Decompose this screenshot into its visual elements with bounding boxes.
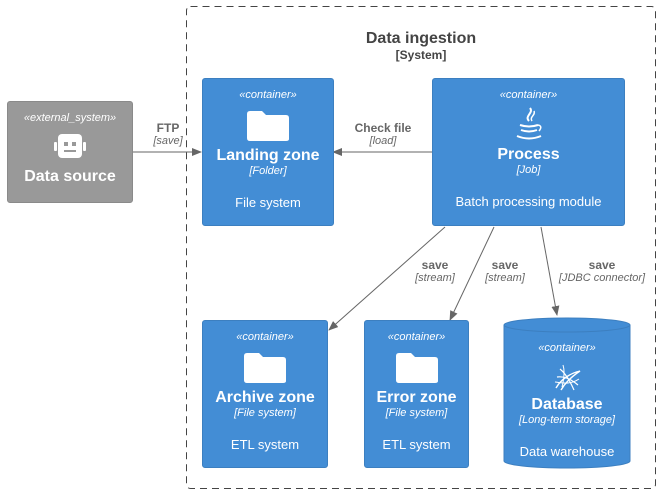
external-stereotype: «external_system» [23, 112, 117, 124]
folder-icon [395, 353, 438, 383]
external-system-data-source[interactable]: «external_system» Data source [7, 101, 133, 203]
landing-title: Landing zone [216, 147, 320, 164]
archive-tech: [File system] [234, 407, 296, 419]
relation-save-database-label: save [JDBC connector] [550, 258, 654, 285]
system-boundary [186, 6, 656, 489]
database-stereotype: «container» [538, 342, 596, 354]
arrow-save-database [540, 226, 560, 316]
relation-save-error-label: save [stream] [472, 258, 538, 285]
process-stereotype: «container» [499, 89, 558, 101]
error-stereotype: «container» [387, 331, 446, 343]
relation-ftp-label: FTP [save] [140, 121, 196, 148]
relation-check-file-label: Check file [load] [343, 121, 423, 148]
container-process[interactable]: «container» Process [Job] Batch processi… [432, 78, 625, 226]
save-database-label: save [588, 258, 616, 272]
arrow-save-archive [328, 226, 446, 331]
database-title: Database [531, 396, 603, 413]
robot-icon [54, 134, 86, 158]
save-error-label: save [491, 258, 519, 272]
error-desc: ETL system [382, 437, 451, 452]
archive-stereotype: «container» [236, 331, 294, 343]
arrow-save-error [449, 226, 495, 321]
container-error-zone[interactable]: «container» Error zone [File system] ETL… [364, 320, 469, 468]
process-tech: [Job] [516, 164, 541, 176]
error-title: Error zone [376, 389, 457, 406]
java-icon [516, 107, 541, 140]
database-cylinder [503, 317, 631, 469]
external-title: Data source [24, 168, 116, 185]
check-file-tech: [load] [369, 135, 397, 147]
container-archive-zone[interactable]: «container» Archive zone [File system] E… [202, 320, 328, 468]
save-database-tech: [JDBC connector] [558, 272, 646, 284]
folder-icon [244, 353, 286, 383]
sql-server-icon [554, 364, 581, 391]
error-tech: [File system] [385, 407, 448, 419]
container-landing-zone[interactable]: «container» Landing zone [Folder] File s… [202, 78, 334, 226]
process-desc: Batch processing module [455, 194, 602, 209]
database-desc: Data warehouse [519, 444, 615, 459]
save-error-tech: [stream] [485, 272, 525, 284]
ftp-tech: [save] [153, 135, 183, 147]
relation-save-archive-label: save [stream] [402, 258, 468, 285]
container-database[interactable]: «container» Database [Long-term storage]… [504, 318, 630, 470]
boundary-name: Data ingestion [365, 30, 477, 47]
landing-desc: File system [235, 195, 301, 210]
archive-title: Archive zone [215, 389, 315, 406]
database-tech: [Long-term storage] [519, 414, 615, 426]
ftp-label: FTP [156, 121, 180, 135]
check-file-label: Check file [354, 121, 412, 135]
boundary-title: Data ingestion [System] [186, 29, 656, 62]
landing-stereotype: «container» [239, 89, 297, 101]
landing-tech: [Folder] [249, 165, 287, 177]
archive-desc: ETL system [230, 437, 300, 452]
save-archive-label: save [421, 258, 449, 272]
process-title: Process [497, 146, 560, 163]
folder-icon [247, 111, 289, 141]
boundary-type: [System] [395, 48, 447, 62]
save-archive-tech: [stream] [415, 272, 455, 284]
